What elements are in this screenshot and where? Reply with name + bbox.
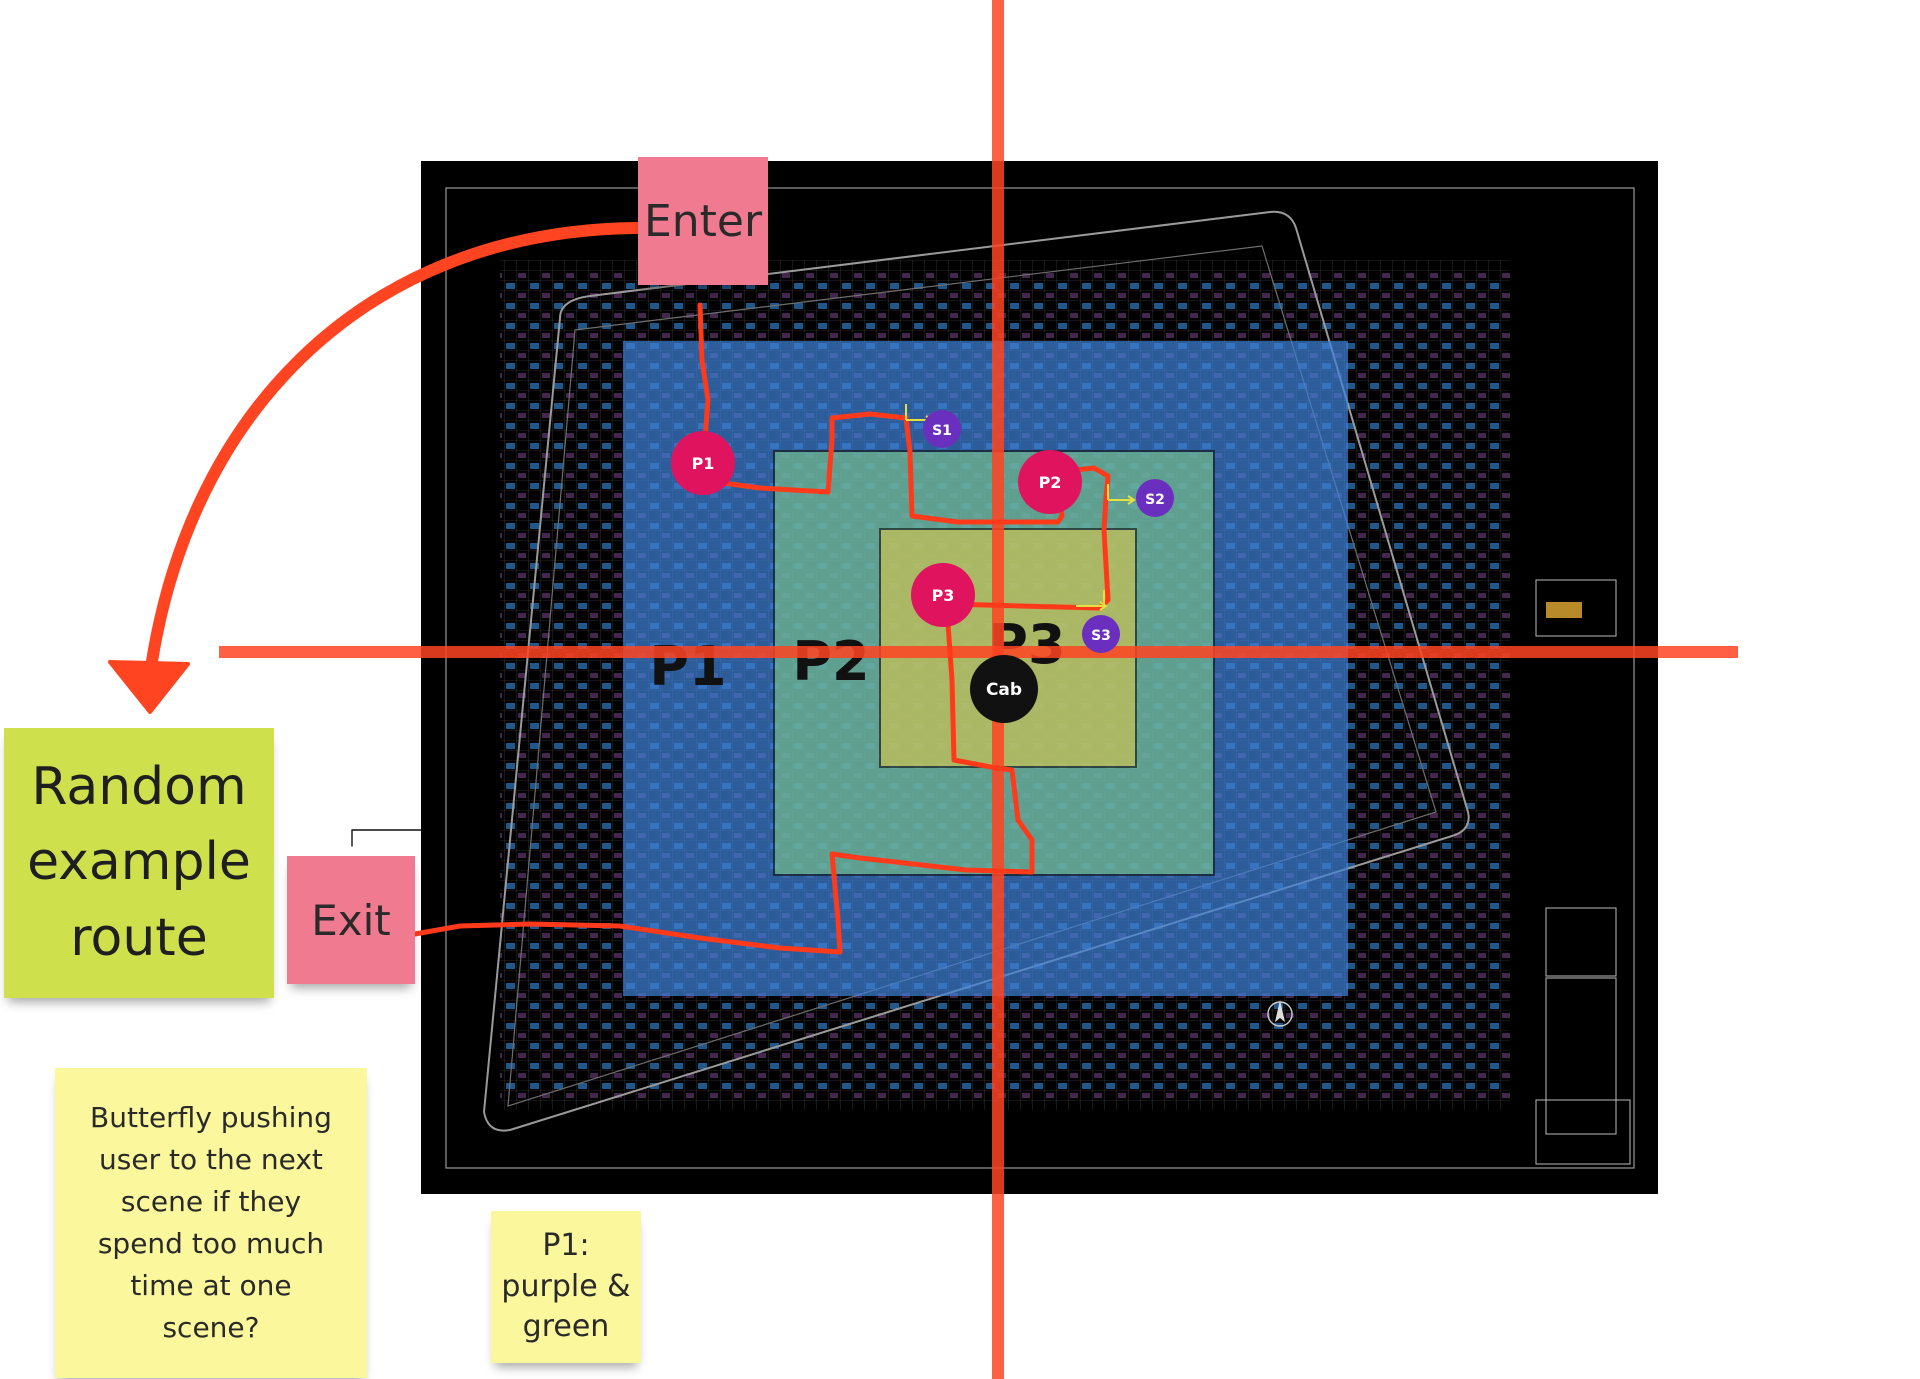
subscene-marker-s3-circle [1082, 615, 1120, 653]
title-block [1535, 1099, 1631, 1165]
scene-marker-p1-label: P1 [692, 454, 715, 473]
exit-connector-line [351, 829, 422, 847]
scene-marker-p2-label: P2 [1039, 473, 1062, 492]
scene-marker-p2[interactable]: P2 [1018, 450, 1082, 514]
p1-note-line: P1: [542, 1228, 590, 1264]
enter-note-text: Enter [643, 195, 763, 247]
subscene-marker-s1[interactable]: S1 [923, 410, 961, 448]
plan-inset-item [1546, 602, 1582, 618]
subscene-marker-s2-circle [1136, 479, 1174, 517]
scene-marker-p1-circle [671, 431, 735, 495]
route-note-line: Random [31, 756, 247, 817]
butterfly-note-line: user to the next [99, 1143, 323, 1176]
zone-p1-label: P1 [649, 635, 726, 698]
rotated-outline-inner [507, 245, 1437, 1107]
cab-marker-circle [970, 655, 1038, 723]
butterfly-note-line: Butterfly pushing [90, 1101, 332, 1134]
subscene-marker-s2[interactable]: S2 [1136, 479, 1174, 517]
rotated-outline-outer [482, 210, 1470, 1132]
butterfly-note-line: time at one [130, 1269, 292, 1302]
subscene-marker-s3[interactable]: S3 [1082, 615, 1120, 653]
butterfly-note-line: spend too much [97, 1227, 325, 1260]
p1-colors-sticky-note[interactable]: P1: purple & green [491, 1211, 641, 1363]
legend-box-colors [1545, 977, 1617, 1135]
scene-marker-p3-label: P3 [932, 586, 955, 605]
subscene-marker-s3-label: S3 [1091, 628, 1111, 644]
arrow-s2 [1107, 484, 1136, 505]
subscene-marker-s1-label: S1 [932, 423, 952, 439]
enter-sticky-note[interactable]: Enter [638, 157, 768, 285]
floor-plan-frame [445, 187, 1635, 1169]
cab-marker-label: Cab [986, 680, 1022, 700]
butterfly-note-line: scene if they [120, 1185, 302, 1218]
random-route-sticky-note[interactable]: Random example route [4, 728, 274, 998]
compass-needle [1275, 1000, 1285, 1022]
butterfly-note-line: scene? [162, 1311, 260, 1344]
cab-marker[interactable]: Cab [970, 655, 1038, 723]
legend-box [1545, 907, 1617, 977]
plan-inset-box [1535, 579, 1617, 637]
subscene-marker-s1-circle [923, 410, 961, 448]
route-note-line: example [27, 832, 251, 893]
p1-note-line: green [522, 1309, 610, 1345]
p1-note-line: purple & [501, 1268, 631, 1304]
butterfly-sticky-note[interactable]: Butterfly pushing user to the next scene… [55, 1068, 367, 1378]
subscene-marker-s2-label: S2 [1145, 492, 1165, 508]
route-arrow-head [108, 660, 190, 714]
scene-marker-p3-circle [911, 563, 975, 627]
scene-markers: P1 P2 P3 S1 S2 S3 Cab [671, 410, 1174, 723]
exit-sticky-note[interactable]: Exit [287, 856, 415, 984]
route-note-line: route [70, 907, 208, 968]
route-arrow-curve [142, 222, 644, 696]
zone-p2-label: P2 [792, 630, 869, 693]
p1-note-text: P1: purple & green [501, 1226, 630, 1348]
scene-marker-p3[interactable]: P3 [911, 563, 975, 627]
butterfly-note-text: Butterfly pushing user to the next scene… [90, 1097, 332, 1349]
exit-note-text: Exit [311, 895, 391, 945]
scene-marker-p1[interactable]: P1 [671, 431, 735, 495]
route-note-text: Random example route [27, 750, 251, 976]
arrow-s3 [1076, 590, 1108, 611]
scene-marker-p2-circle [1018, 450, 1082, 514]
